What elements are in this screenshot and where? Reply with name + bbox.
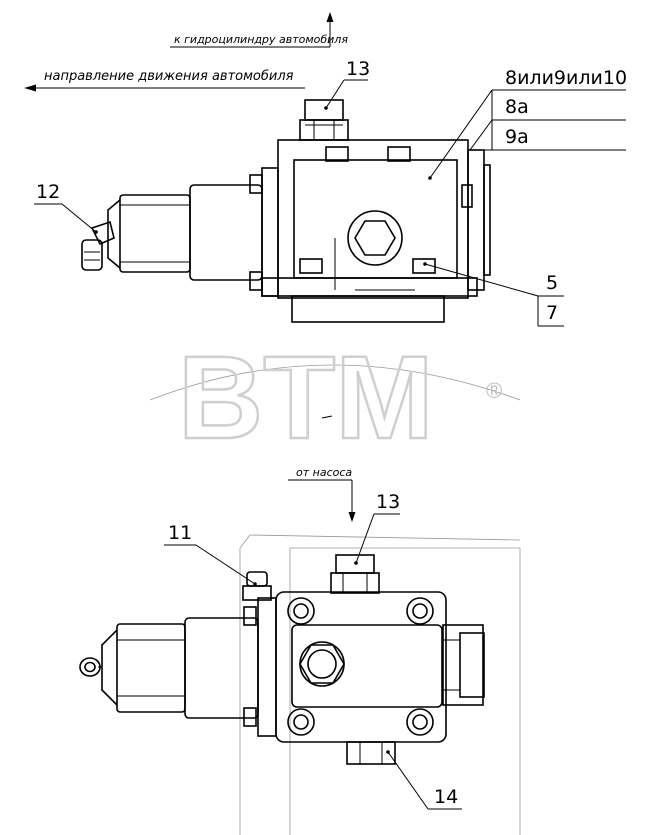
- note-to-cylinder-text: к гидроцилиндру автомобиля: [174, 33, 348, 46]
- bottom-view: от насоса: [79, 466, 521, 835]
- top-fitting-13: [299, 99, 349, 141]
- note-from-pump: от насоса: [288, 466, 356, 522]
- bottom-fitting-14: [346, 741, 396, 765]
- callout-9a-label: 9а: [505, 126, 529, 148]
- bottom-valve-body: [257, 591, 485, 743]
- cylinder-eye: [79, 657, 102, 677]
- arrow-down-icon: [348, 512, 356, 522]
- note-from-pump-text: от насоса: [296, 466, 352, 479]
- callout-13-bottom: 13: [354, 491, 400, 565]
- callout-8: 8или9или10 8а 9а: [428, 67, 627, 180]
- callout-8-label: 8или9или10: [505, 67, 627, 89]
- breather-11: [242, 571, 272, 727]
- bottom-fitting-13: [330, 554, 380, 594]
- callout-12-label: 12: [36, 181, 60, 203]
- callout-13-top: 13: [324, 58, 370, 110]
- watermark-logo: BTM: [178, 332, 434, 464]
- arrow-left-icon: [24, 84, 36, 92]
- top-valve-body: [249, 139, 491, 323]
- callout-12: 12: [34, 181, 98, 234]
- callout-11: 11: [164, 522, 257, 586]
- note-direction: направление движения автомобиля: [24, 69, 305, 92]
- callout-14: 14: [386, 750, 462, 810]
- top-view: к гидроцилиндру автомобиля направление д…: [24, 12, 627, 419]
- callout-14-label: 14: [434, 786, 458, 808]
- callout-5-7: 5 7: [423, 262, 564, 327]
- bottom-cylinder: [101, 617, 259, 719]
- note-to-cylinder: к гидроцилиндру автомобиля: [170, 12, 348, 48]
- callout-13-top-label: 13: [346, 58, 370, 80]
- frame-outline: [239, 534, 521, 835]
- callout-11-label: 11: [168, 522, 192, 544]
- callout-5-label: 5: [546, 272, 558, 294]
- arrow-up-icon: [326, 12, 334, 22]
- note-direction-text: направление движения автомобиля: [44, 69, 294, 84]
- callout-7-label: 7: [546, 302, 558, 324]
- watermark-registered-mark: ®: [486, 378, 502, 403]
- watermark: BTM ®: [149, 331, 521, 465]
- fitting-12: [81, 220, 115, 271]
- callout-8a-label: 8а: [505, 96, 529, 118]
- callout-13-bottom-label: 13: [376, 491, 400, 513]
- top-cylinder: [107, 184, 263, 281]
